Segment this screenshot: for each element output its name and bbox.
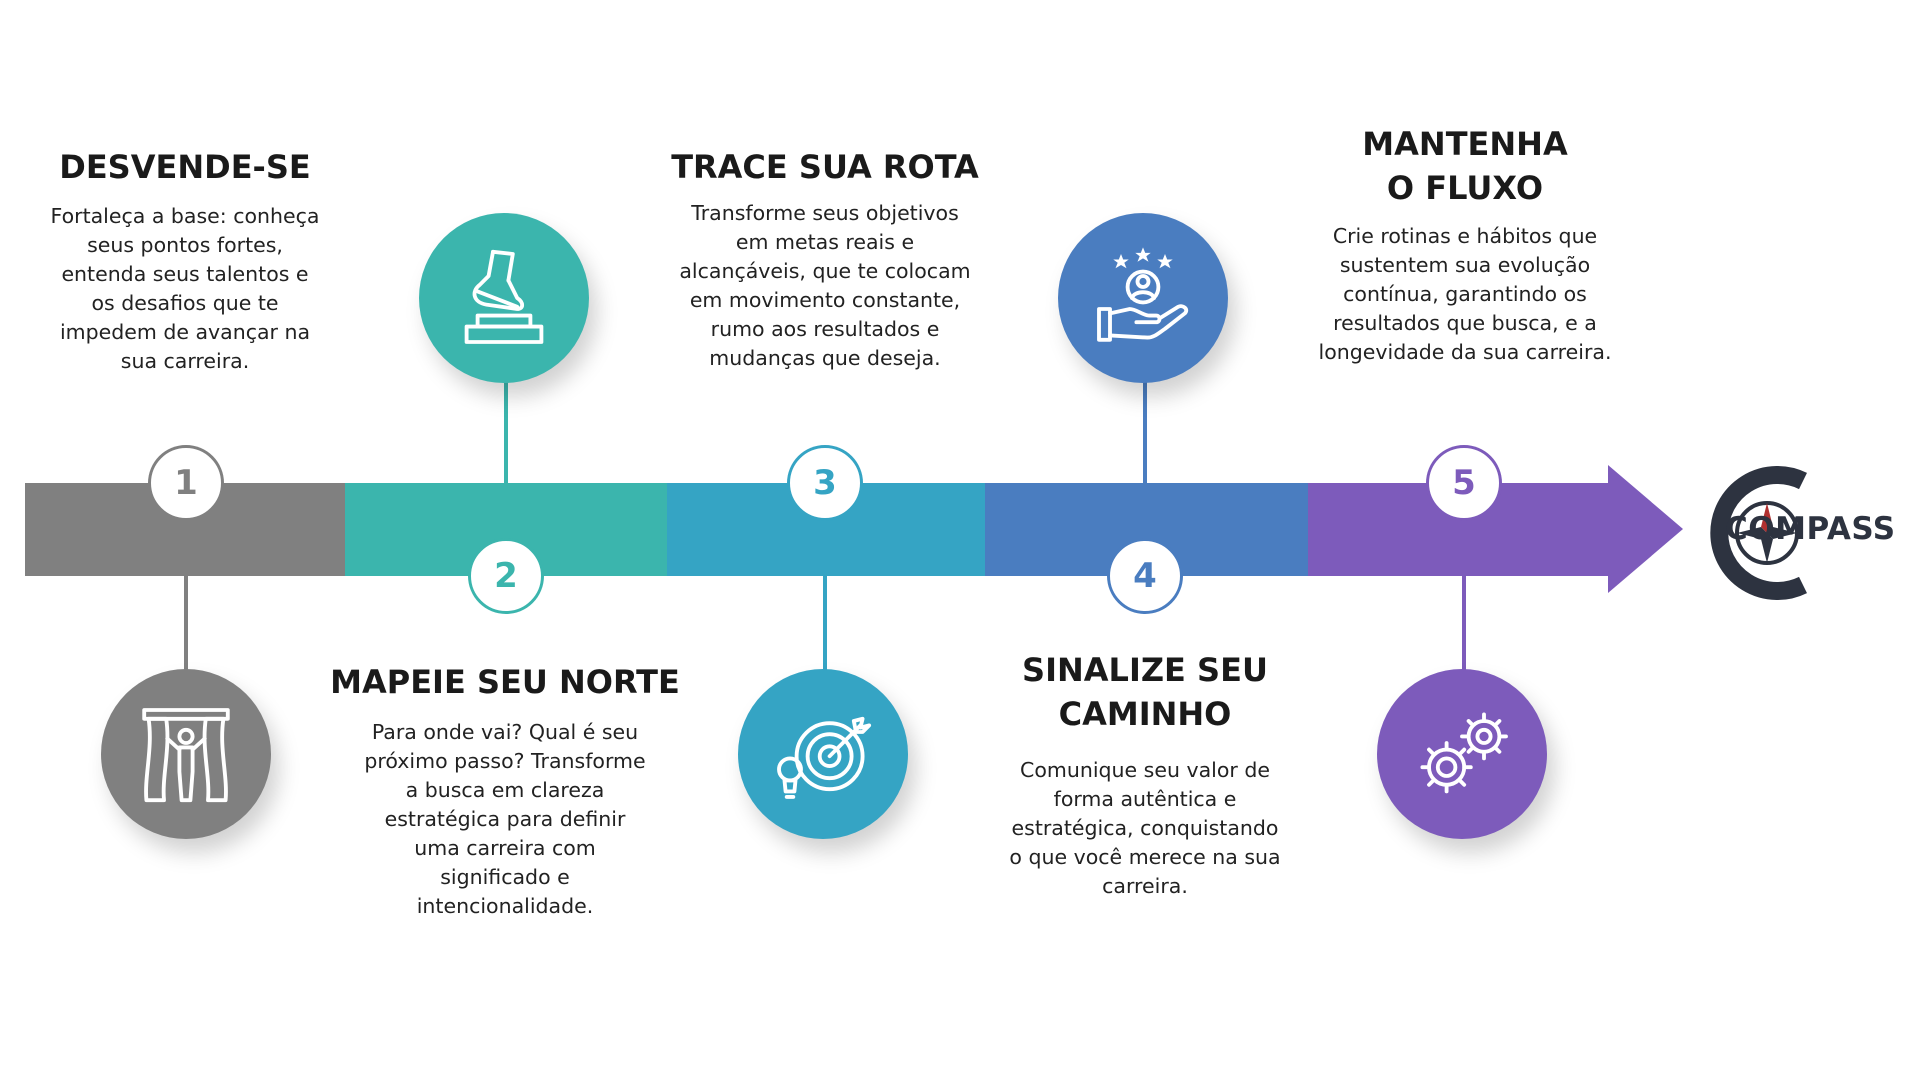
logo-text: COMPASS (1725, 511, 1896, 547)
step-2-description: Para onde vai? Qual é seu próximo passo?… (364, 720, 646, 918)
connector-3 (823, 576, 827, 676)
step-number-4: 4 (1110, 541, 1180, 611)
connector-4 (1143, 382, 1147, 483)
curtain-reveal-icon (142, 708, 230, 803)
step-2-title: MAPEIE SEU NORTE (330, 663, 680, 701)
step-3-title: TRACE SUA ROTA (671, 148, 979, 186)
timeline-arrow-head (1608, 465, 1683, 593)
step-number-2: 2 (471, 541, 541, 611)
step-5-icon-circle (1377, 669, 1547, 839)
step-up-foot-icon (464, 249, 544, 344)
step-number-3: 3 (790, 448, 860, 518)
step-4-description: Comunique seu valor de forma autêntica e… (1009, 758, 1281, 898)
connector-2 (504, 382, 508, 483)
step-5-title: MANTENHA O FLUXO (1362, 125, 1568, 207)
step-3-icon-circle (738, 669, 908, 839)
hand-person-stars-icon (1097, 247, 1189, 342)
step-5-description: Crie rotinas e hábitos que sustentem sua… (1318, 224, 1612, 364)
step-1-title: DESVENDE-SE (59, 148, 311, 186)
step-1-icon-circle (101, 669, 271, 839)
connector-1 (184, 576, 188, 676)
step-4-title: SINALIZE SEU CAMINHO (1022, 651, 1268, 733)
step-3-description: Transforme seus objetivos em metas reais… (679, 201, 971, 370)
step-4-icon-circle (1058, 213, 1228, 383)
compass-logo-icon (1710, 466, 1807, 600)
step-1-description: Fortaleça a base: conheça seus pontos fo… (50, 204, 320, 373)
step-2-icon-circle (419, 213, 589, 383)
step-number-5: 5 (1429, 448, 1499, 518)
step-number-1: 1 (151, 448, 221, 518)
gears-icon (1420, 712, 1508, 794)
target-bulb-icon (777, 716, 872, 799)
connector-5 (1462, 576, 1466, 676)
